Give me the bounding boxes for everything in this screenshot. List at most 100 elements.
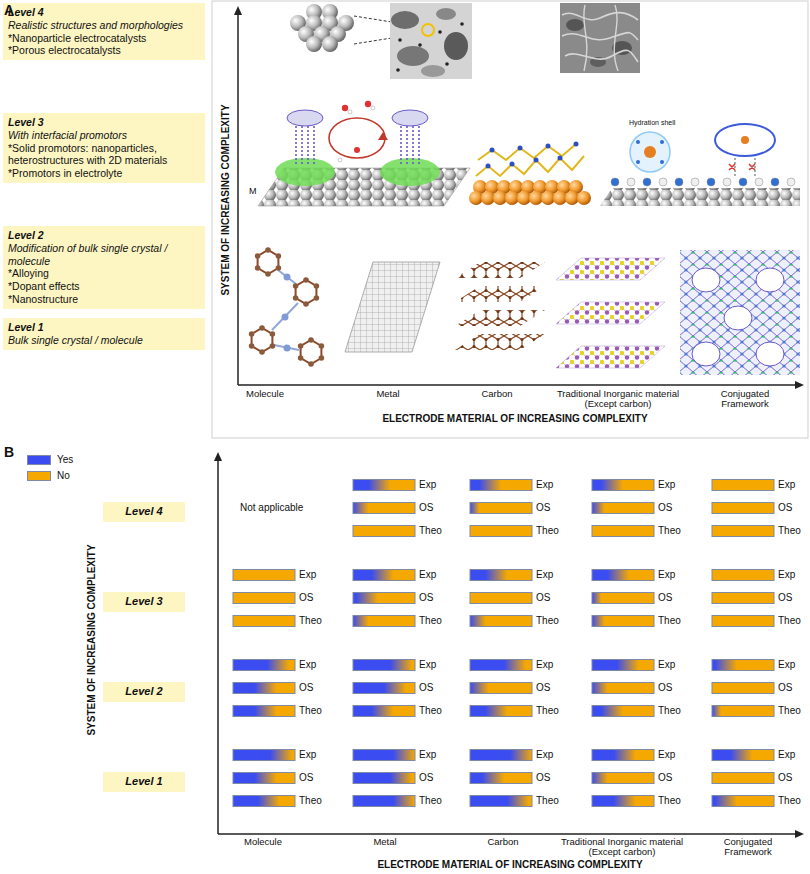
level-title: Level 3 xyxy=(8,116,200,129)
level-item: *Porous electrocatalysts xyxy=(8,44,200,57)
tem-image xyxy=(436,8,456,20)
level-title: Level 2 xyxy=(8,229,200,242)
panel-letter: B xyxy=(4,444,14,460)
bar-label: Theo xyxy=(419,795,442,807)
bar xyxy=(233,660,295,671)
column-label: Carbon xyxy=(481,389,512,399)
bar xyxy=(233,773,295,784)
bar xyxy=(712,503,774,514)
bar xyxy=(712,660,774,671)
bar-label: OS xyxy=(778,592,792,604)
electrolyte-promotor xyxy=(787,178,795,186)
level-box: Level 2 xyxy=(103,682,185,701)
electrolyte-promotor xyxy=(723,178,731,186)
bar-label: Theo xyxy=(419,705,442,717)
bar xyxy=(712,480,774,491)
metal-promotor-surface xyxy=(313,126,315,164)
level-item: *Alloying xyxy=(8,267,200,280)
metal-promotor-surface xyxy=(371,106,375,110)
column-label: Metal xyxy=(376,389,399,399)
molecule-structure xyxy=(284,274,291,281)
electrolyte-promotor xyxy=(691,178,699,186)
bar-label: OS xyxy=(658,592,672,604)
carbon-heterostructure xyxy=(469,191,483,205)
carbon-heterostructure xyxy=(541,191,555,205)
graphite-layers xyxy=(455,262,545,278)
metal-promotor-surface xyxy=(338,158,342,162)
molecule-structure xyxy=(282,314,289,321)
panel-frame xyxy=(212,1,808,438)
bar-label: OS xyxy=(658,682,672,694)
bar xyxy=(712,796,774,807)
bar-label: Theo xyxy=(658,705,681,717)
column-label: Traditional Inorganic material (Except c… xyxy=(550,837,695,857)
molecule-structure xyxy=(284,345,291,352)
bar-label: OS xyxy=(419,682,433,694)
axis xyxy=(238,384,796,386)
metal-promotor-surface xyxy=(348,110,352,114)
carbon-heterostructure xyxy=(546,144,551,149)
bar-label: Theo xyxy=(658,795,681,807)
bar xyxy=(353,773,415,784)
bar-label: OS xyxy=(536,772,550,784)
molecule-structure xyxy=(272,303,298,330)
bar-label: OS xyxy=(536,502,550,514)
metal-promotor-surface xyxy=(378,132,388,140)
bar xyxy=(470,660,532,671)
bar-label: Theo xyxy=(778,795,801,807)
bar-label: Theo xyxy=(419,615,442,627)
column-label: Traditional Inorganic material (Except c… xyxy=(546,389,691,409)
carbon-heterostructure xyxy=(476,156,584,176)
bar xyxy=(592,480,654,491)
electrolyte-promotor xyxy=(741,136,749,144)
tem-image xyxy=(397,46,429,66)
bar xyxy=(353,570,415,581)
tem-image xyxy=(391,11,419,29)
electrolyte-promotor xyxy=(660,140,664,144)
bar xyxy=(233,706,295,717)
legend-item: Yes xyxy=(27,454,73,465)
level-box: Level 4 xyxy=(103,502,185,521)
level-description: Realistic structures and morphologies xyxy=(8,19,200,32)
bar-label: Theo xyxy=(419,525,442,537)
conjugated-framework xyxy=(692,342,720,366)
bar-label: Theo xyxy=(658,615,681,627)
level-box: Level 1 xyxy=(103,772,185,791)
carbon-heterostructure xyxy=(558,156,563,161)
legend-text: Yes xyxy=(57,454,73,465)
electrolyte-promotor xyxy=(771,178,779,186)
metal-promotor-surface xyxy=(287,110,323,126)
electrolyte-promotor xyxy=(675,178,683,186)
bar xyxy=(353,683,415,694)
metal-promotor-surface xyxy=(275,158,335,186)
tem-image xyxy=(421,65,445,77)
metal-promotor-surface xyxy=(354,147,360,153)
carbon-heterostructure xyxy=(478,144,576,160)
axis-title: ELECTRODE MATERIAL OF INCREASING COMPLEX… xyxy=(382,413,647,425)
level-item: *Nanoparticle electrocatalysts xyxy=(8,32,200,45)
legend-text: No xyxy=(57,470,70,481)
bar xyxy=(470,593,532,604)
bar-label: Exp xyxy=(778,749,795,761)
bar-label: OS xyxy=(778,772,792,784)
electrolyte-promotor xyxy=(644,146,656,158)
bar xyxy=(592,526,654,537)
bar-label: Exp xyxy=(536,569,553,581)
axis-title: SYSTEM OF INCREASING COMPLEXITY xyxy=(86,544,98,735)
nanoparticle-cluster xyxy=(322,36,338,52)
bar xyxy=(592,683,654,694)
conjugated-framework xyxy=(756,342,784,366)
sem-image xyxy=(562,13,638,20)
column-label: Molecule xyxy=(244,837,282,847)
bar-label: Theo xyxy=(778,615,801,627)
molecule-structure xyxy=(249,325,275,355)
level-description: Modification of bulk single crystal / mo… xyxy=(8,242,200,268)
electrolyte-promotor xyxy=(643,178,651,186)
tem-image xyxy=(390,3,472,79)
metal-promotor-surface xyxy=(295,126,297,164)
bar xyxy=(712,526,774,537)
bar-label: OS xyxy=(778,502,792,514)
axis xyxy=(795,830,804,838)
bar-label: Exp xyxy=(658,659,675,671)
level-box: Level 3With interfacial promotors*Solid … xyxy=(3,113,205,183)
